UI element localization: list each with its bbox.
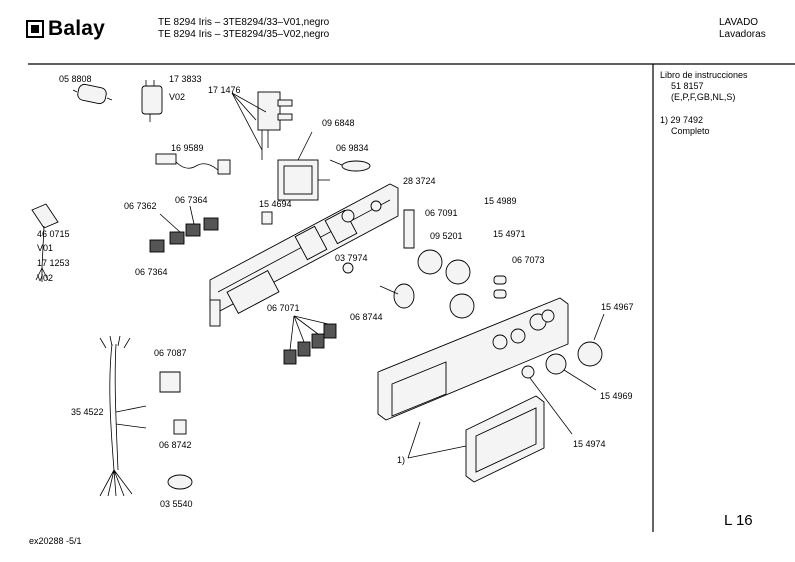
part-label-variant: V02 bbox=[169, 92, 186, 102]
footer-code: ex20288 -5/1 bbox=[29, 536, 82, 546]
category: LAVADO bbox=[719, 17, 759, 28]
clip-part bbox=[167, 474, 193, 490]
part-label: 15 4989 bbox=[484, 196, 517, 206]
brand-logo-icon bbox=[26, 20, 44, 38]
note-1-text: Completo bbox=[671, 126, 710, 136]
part-label: 46 0715 bbox=[37, 229, 70, 239]
brand-name: Balay bbox=[48, 17, 106, 40]
part-label: 15 4969 bbox=[600, 391, 633, 401]
part-label: 06 7071 bbox=[267, 303, 300, 313]
bushing-part bbox=[173, 419, 187, 435]
part-label: 03 5540 bbox=[160, 499, 193, 509]
selector-switch-parts bbox=[149, 205, 219, 253]
part-label: 28 3724 bbox=[403, 176, 436, 186]
lamp-part bbox=[329, 159, 371, 172]
filter-part bbox=[141, 80, 163, 122]
part-label: 06 8744 bbox=[350, 312, 383, 322]
part-label: 06 7073 bbox=[512, 255, 545, 265]
program-knob-part bbox=[577, 313, 605, 367]
front-fascia-part bbox=[377, 297, 569, 421]
part-label-variant: V01 bbox=[37, 243, 54, 253]
control-panel-part bbox=[209, 183, 399, 327]
clamp-part bbox=[159, 371, 181, 393]
part-label: 15 4694 bbox=[259, 199, 292, 209]
part-label: 06 7087 bbox=[154, 348, 187, 358]
part-label-variant: V02 bbox=[37, 273, 54, 283]
part-label: 06 7091 bbox=[425, 208, 458, 218]
nut-part bbox=[342, 262, 354, 274]
disc-part bbox=[417, 249, 443, 275]
timer-part bbox=[277, 131, 330, 201]
caps-part bbox=[493, 275, 507, 299]
part-label: 06 7362 bbox=[124, 201, 157, 211]
part-label: 03 7974 bbox=[335, 253, 368, 263]
part-label: 35 4522 bbox=[71, 407, 104, 417]
part-label: 06 7364 bbox=[135, 267, 168, 277]
model-line-2: TE 8294 Iris – 3TE8294/35–V02,negro bbox=[158, 29, 330, 40]
button-part bbox=[261, 211, 273, 225]
part-label: 17 1253 bbox=[37, 258, 70, 268]
wiring-harness-part bbox=[99, 335, 147, 497]
part-label: 17 3833 bbox=[169, 74, 202, 84]
part-label: 06 9834 bbox=[336, 143, 369, 153]
knob-shaft-part bbox=[379, 283, 415, 309]
part-label: 17 1476 bbox=[208, 85, 241, 95]
part-label: 15 4971 bbox=[493, 229, 526, 239]
complete-leader-2 bbox=[407, 445, 467, 459]
page-label: L 16 bbox=[724, 512, 753, 529]
part-label: 06 7364 bbox=[175, 195, 208, 205]
bracket-part bbox=[403, 209, 415, 249]
part-label: 06 8742 bbox=[159, 440, 192, 450]
thermostat-part bbox=[155, 153, 231, 175]
subcategory: Lavadoras bbox=[719, 29, 766, 40]
manual-languages: (E,P,F,GB,NL,S) bbox=[671, 92, 736, 102]
switch-part bbox=[231, 91, 293, 160]
detergent-drawer-part bbox=[465, 395, 545, 483]
brand-logo: Balay bbox=[26, 17, 106, 41]
manual-title: Libro de instrucciones bbox=[660, 70, 748, 80]
part-label: 09 6848 bbox=[322, 118, 355, 128]
part-label: 05 8808 bbox=[59, 74, 92, 84]
part-label: 15 4967 bbox=[601, 302, 634, 312]
dial-ring-part-2 bbox=[449, 293, 475, 319]
temperature-knob-part bbox=[545, 353, 597, 391]
capacitor-part bbox=[72, 83, 113, 105]
manual-number: 51 8157 bbox=[671, 81, 704, 91]
push-button-parts bbox=[283, 315, 337, 365]
part-label: 1) bbox=[397, 455, 406, 465]
power-cord-part bbox=[31, 203, 59, 282]
part-label: 16 9589 bbox=[171, 143, 204, 153]
small-knob-part bbox=[521, 365, 573, 435]
part-label: 09 5201 bbox=[430, 231, 463, 241]
part-label: 15 4974 bbox=[573, 439, 606, 449]
dial-ring-part bbox=[445, 259, 471, 285]
note-1-number: 1) 29 7492 bbox=[660, 115, 704, 125]
model-line-1: TE 8294 Iris – 3TE8294/33–V01,negro bbox=[158, 17, 330, 28]
complete-leader-1 bbox=[407, 421, 421, 459]
